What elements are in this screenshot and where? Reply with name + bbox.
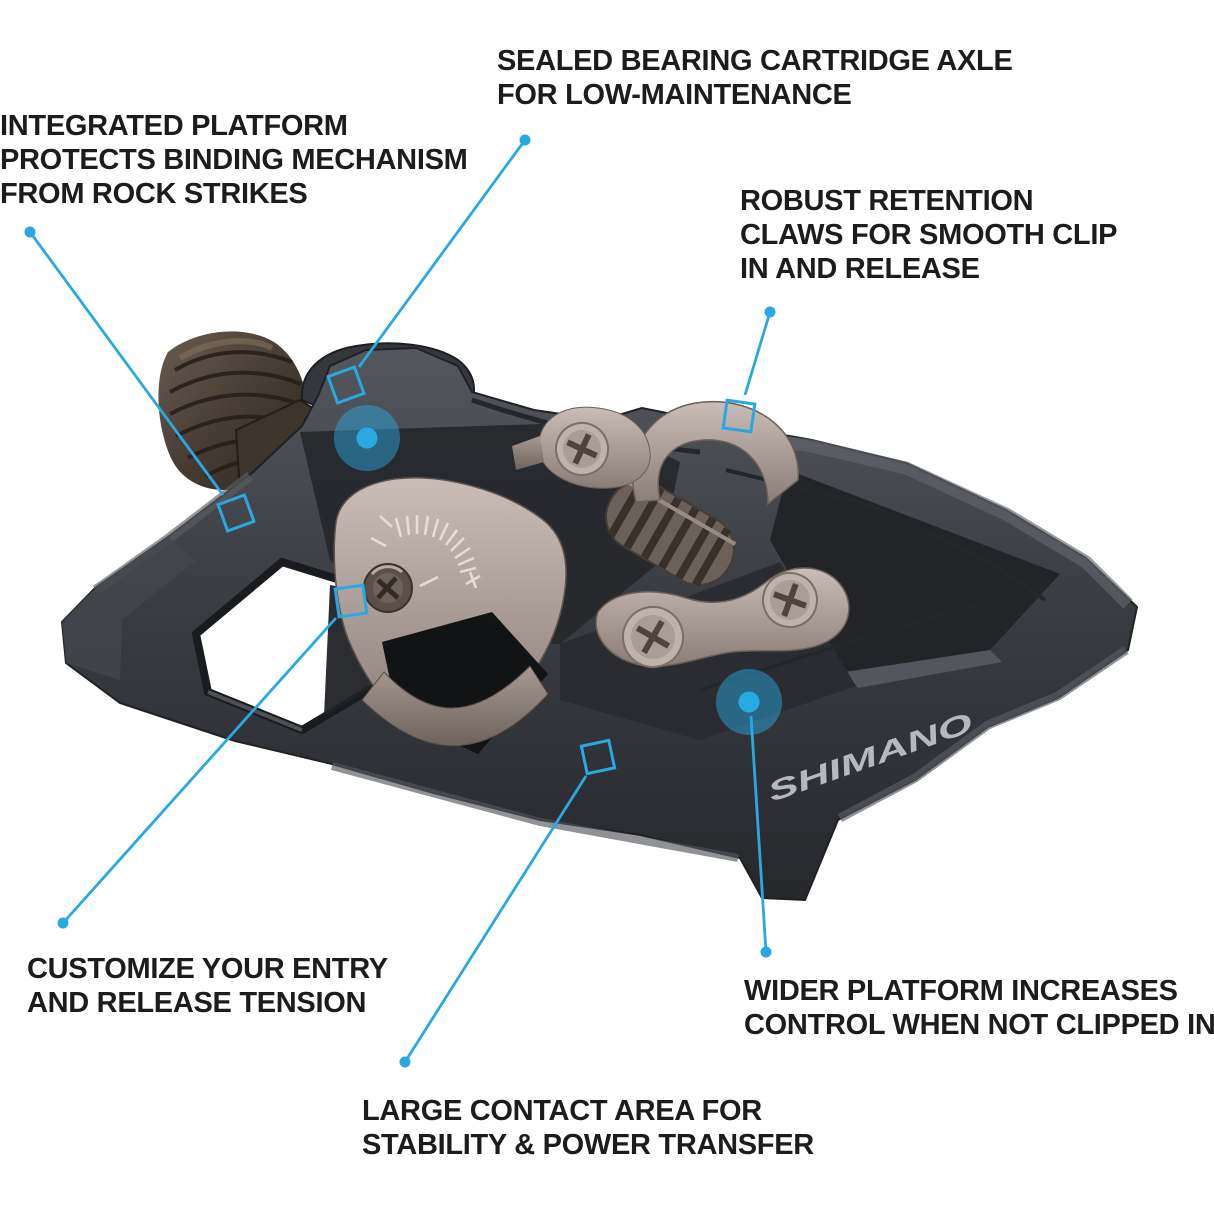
highlight-dot-wider-platform: [738, 691, 760, 713]
leader-line-robust-retention: [743, 311, 772, 396]
marker-square-customize-tension: [333, 583, 369, 619]
binding-mechanism: [333, 400, 850, 754]
callout-line: FROM ROCK STRIKES: [0, 178, 308, 210]
callout-integrated-platform: INTEGRATED PLATFORM PROTECTS BINDING MEC…: [0, 109, 468, 211]
leader-dot-large-contact: [399, 1056, 411, 1068]
leader-line-large-contact: [403, 775, 588, 1063]
callout-customize-tension: CUSTOMIZE YOUR ENTRY AND RELEASE TENSION: [27, 952, 388, 1020]
callout-line: PROTECTS BINDING MECHANISM: [0, 144, 468, 176]
leader-dot-sealed-bearing: [519, 134, 531, 146]
leader-dot-customize-tension: [57, 917, 69, 929]
annotation-markers: [24, 134, 782, 1068]
leader-dot-robust-retention: [764, 306, 776, 318]
highlight-dot-sealed-bearing: [356, 427, 378, 449]
callout-line: CLAWS FOR SMOOTH CLIP: [740, 219, 1118, 251]
callout-line: ROBUST RETENTION: [740, 185, 1034, 217]
rear-retention-claw: [631, 400, 799, 506]
tension-scale: [370, 515, 481, 589]
marker-square-large-contact: [579, 738, 617, 776]
callout-line: SEALED BEARING CARTRIDGE AXLE: [497, 45, 1013, 77]
front-claw-bar: [361, 665, 549, 747]
leader-dot-integrated-platform: [24, 226, 36, 238]
pedal-body: SHIMANO: [60, 342, 1139, 902]
tension-adjust-screw: [363, 563, 413, 613]
marker-square-integrated-platform: [216, 493, 256, 533]
marker-square-robust-retention: [721, 398, 757, 434]
binding-screws: [555, 422, 818, 668]
callout-line: STABILITY & POWER TRANSFER: [362, 1129, 814, 1161]
callout-line: IN AND RELEASE: [740, 253, 980, 285]
callout-robust-retention: ROBUST RETENTION CLAWS FOR SMOOTH CLIP I…: [740, 184, 1117, 286]
callout-line: FOR LOW-MAINTENANCE: [497, 79, 852, 111]
callout-wider-platform: WIDER PLATFORM INCREASES CONTROL WHEN NO…: [744, 974, 1214, 1042]
callout-line: CUSTOMIZE YOUR ENTRY: [27, 953, 388, 985]
leader-line-customize-tension: [61, 617, 338, 924]
marker-square-sealed-bearing: [326, 365, 366, 405]
leader-line-wider-platform: [749, 715, 768, 953]
callout-line: LARGE CONTACT AREA FOR: [362, 1095, 762, 1127]
callout-line: AND RELEASE TENSION: [27, 987, 367, 1019]
callout-line: INTEGRATED PLATFORM: [0, 110, 348, 142]
callout-line: CONTROL WHEN NOT CLIPPED IN: [744, 1009, 1214, 1041]
callout-line: WIDER PLATFORM INCREASES: [744, 975, 1178, 1007]
callout-large-contact: LARGE CONTACT AREA FOR STABILITY & POWER…: [362, 1094, 814, 1162]
leader-line-integrated-platform: [28, 231, 225, 496]
leader-line-sealed-bearing: [357, 139, 527, 368]
leader-dot-wider-platform: [760, 946, 772, 958]
callout-sealed-bearing: SEALED BEARING CARTRIDGE AXLE FOR LOW-MA…: [497, 44, 1013, 112]
